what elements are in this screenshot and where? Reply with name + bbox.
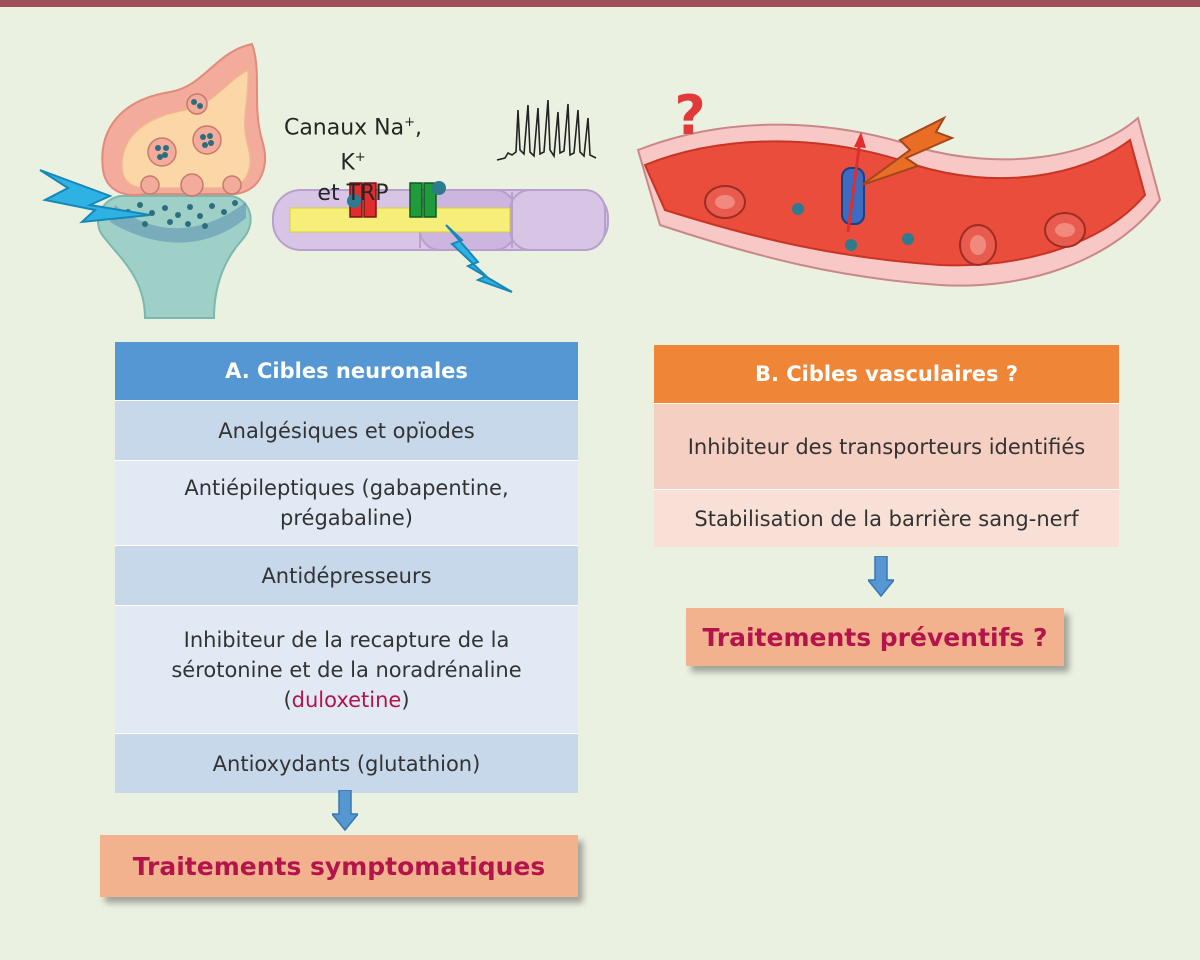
down-arrow-icon [332, 790, 358, 832]
down-arrow-icon [868, 556, 894, 598]
action-potential-trace [496, 99, 597, 161]
reuptake-inhibitor-text: Inhibiteur de la recapture de la séroton… [171, 627, 522, 682]
lightning-bolt-icon [39, 169, 151, 224]
duloxetine-drug-name: duloxetine [291, 687, 402, 712]
ion-channel-red [347, 182, 377, 218]
lightning-bolt-icon [861, 115, 955, 186]
vascular-targets-title: B. Cibles vasculaires ? [654, 345, 1119, 403]
question-mark: ? [674, 84, 705, 147]
target-row-transporter-inhibitor: Inhibiteur des transporteurs identifiés [654, 403, 1119, 489]
target-row-analgesics: Analgésiques et opïodes [115, 400, 578, 460]
preventive-treatments-result: Traitements préventifs ? [686, 608, 1064, 666]
synapse-illustration [39, 42, 266, 319]
axon-illustration [272, 99, 609, 293]
top-accent-bar [0, 0, 1200, 7]
symptomatic-treatments-result: Traitements symptomatiques [100, 835, 578, 897]
target-row-antidepressants: Antidépresseurs [115, 545, 578, 605]
illustration-canvas: ? [39, 42, 1162, 319]
ion-channel-green [409, 181, 446, 218]
blood-vessel-illustration [636, 115, 1162, 287]
target-row-blood-nerve-barrier: Stabilisation de la barrière sang-nerf [654, 489, 1119, 547]
target-row-antioxidants: Antioxydants (glutathion) [115, 733, 578, 793]
vascular-targets-box: B. Cibles vasculaires ? Inhibiteur des t… [654, 345, 1119, 547]
neuronal-targets-title: A. Cibles neuronales [115, 342, 578, 400]
target-row-antiepileptics: Antiépileptiques (gabapentine, prégabali… [115, 460, 578, 545]
neuronal-targets-box: A. Cibles neuronales Analgésiques et opï… [115, 342, 578, 793]
ion-channels-label: Canaux Na+, K+ et TRP [283, 115, 423, 206]
lightning-bolt-icon [445, 224, 513, 293]
synaptic-vesicles [125, 93, 242, 229]
duloxetine-line: (duloxetine) [283, 687, 410, 712]
target-row-reuptake-inhibitor: Inhibiteur de la recapture de la séroton… [115, 605, 578, 733]
